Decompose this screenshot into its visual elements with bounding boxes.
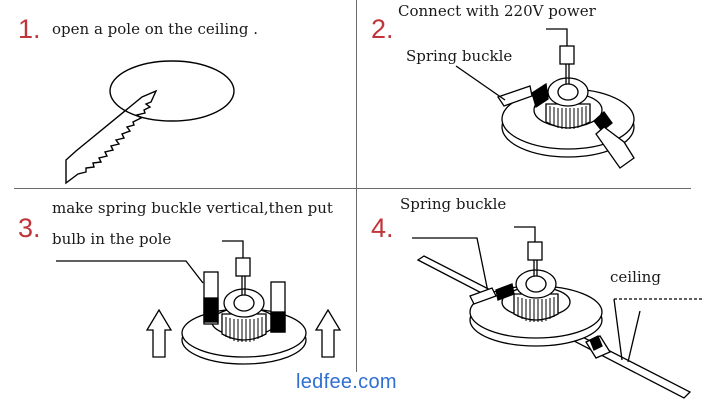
step-1-caption: open a pole on the ceiling . xyxy=(52,20,258,38)
vertical-divider xyxy=(356,0,357,372)
horizontal-divider xyxy=(14,188,691,189)
step-4-spring-buckle-label: Spring buckle xyxy=(400,195,507,213)
step-3-caption-line-1: make spring buckle vertical,then put xyxy=(52,199,333,217)
step-1-number: 1. xyxy=(18,14,41,44)
ceiling-hole-outline xyxy=(109,60,235,122)
step-2-number: 2. xyxy=(371,14,394,44)
step-4-ceiling-label: ceiling xyxy=(610,268,661,286)
step-3-caption-line-2: bulb in the pole xyxy=(52,230,172,248)
step-2-spring-buckle-label: Spring buckle xyxy=(406,47,513,65)
saw-blade xyxy=(65,89,158,185)
step-3-number: 3. xyxy=(18,213,41,243)
step-2-caption: Connect with 220V power xyxy=(398,2,596,20)
watermark: ledfee.com xyxy=(296,371,397,393)
step-4-number: 4. xyxy=(371,213,394,243)
